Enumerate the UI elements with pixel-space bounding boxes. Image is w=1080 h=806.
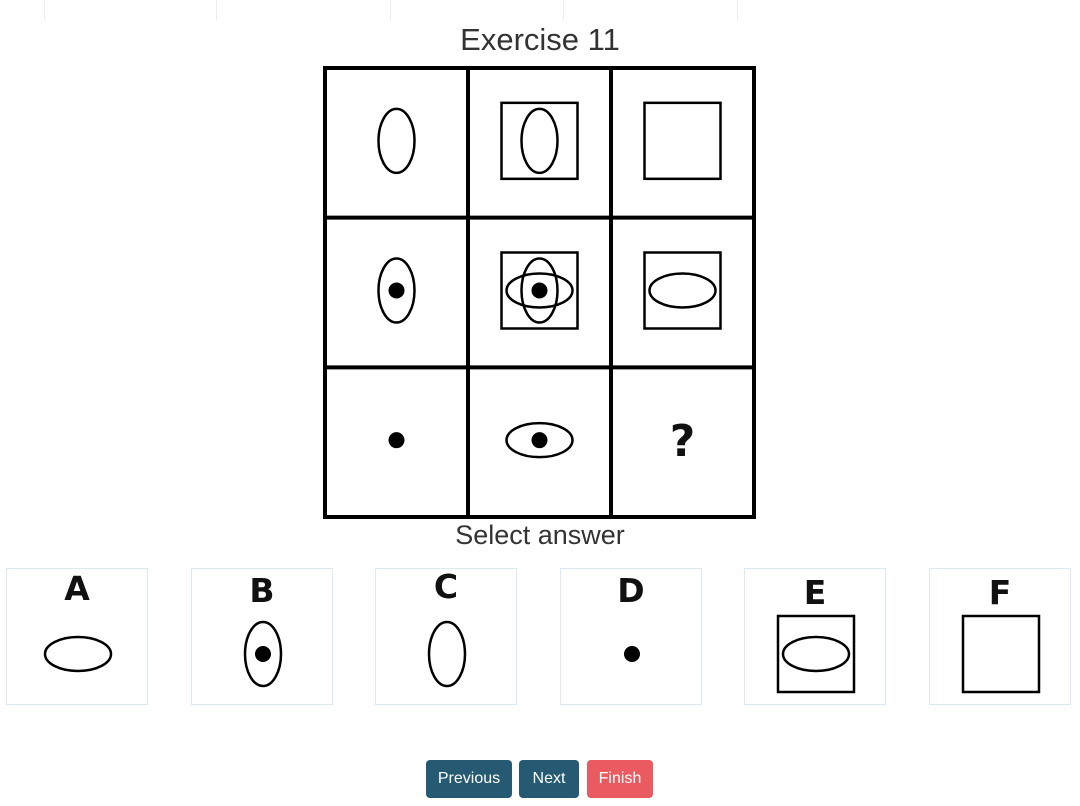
option-a[interactable]: A bbox=[6, 568, 148, 705]
dot-shape bbox=[531, 432, 548, 449]
option-letter: B bbox=[249, 571, 275, 610]
option-d-figure bbox=[624, 646, 640, 662]
option-c[interactable]: C bbox=[375, 567, 517, 705]
option-letter: D bbox=[617, 571, 645, 610]
tall-ellipse-shape bbox=[427, 620, 467, 688]
tab-divider bbox=[390, 0, 391, 20]
option-e[interactable]: E bbox=[744, 568, 886, 705]
option-e-figure bbox=[776, 614, 856, 694]
tall-ellipse-shape bbox=[520, 257, 559, 324]
square-shape bbox=[776, 614, 856, 694]
navigation-buttons: Previous Next Finish bbox=[0, 760, 1080, 798]
square-shape bbox=[500, 101, 579, 181]
dot-shape bbox=[531, 282, 548, 299]
dot-shape bbox=[255, 646, 271, 662]
answer-options: A B C D E F bbox=[6, 567, 1076, 708]
option-b[interactable]: B bbox=[191, 568, 333, 705]
option-letter: E bbox=[803, 573, 827, 612]
tab-divider bbox=[216, 0, 217, 20]
square-shape bbox=[643, 101, 722, 181]
wide-ellipse-shape bbox=[505, 272, 574, 309]
option-letter: A bbox=[64, 569, 90, 608]
square-shape bbox=[643, 251, 722, 330]
option-f-figure bbox=[961, 614, 1041, 694]
puzzle-matrix-canvas: ? bbox=[323, 66, 756, 519]
option-c-figure bbox=[427, 620, 467, 688]
tab-divider bbox=[44, 0, 45, 20]
wide-ellipse-shape bbox=[505, 421, 574, 459]
wide-ellipse-shape bbox=[43, 635, 113, 673]
select-answer-label: Select answer bbox=[455, 520, 625, 550]
dot-shape bbox=[388, 282, 405, 299]
previous-button[interactable]: Previous bbox=[426, 760, 512, 798]
option-letter: F bbox=[988, 573, 1012, 612]
tall-ellipse-shape bbox=[377, 257, 416, 324]
exercise-title: Exercise 11 bbox=[460, 22, 620, 57]
dot-shape bbox=[624, 646, 640, 662]
missing-cell-question-mark: ? bbox=[670, 416, 696, 467]
tall-ellipse-shape bbox=[520, 107, 559, 175]
tab-divider bbox=[737, 0, 738, 20]
wide-ellipse-shape bbox=[781, 635, 851, 673]
dot-shape bbox=[388, 432, 405, 449]
option-b-figure bbox=[243, 620, 283, 688]
next-button[interactable]: Next bbox=[519, 760, 579, 798]
option-d[interactable]: D bbox=[560, 568, 702, 705]
option-f[interactable]: F bbox=[929, 568, 1071, 705]
tall-ellipse-shape bbox=[377, 107, 416, 175]
tall-ellipse-shape bbox=[243, 620, 283, 688]
puzzle-matrix: ? bbox=[323, 66, 756, 519]
option-letter: C bbox=[433, 567, 459, 606]
top-tab-strip bbox=[0, 0, 1080, 20]
square-shape bbox=[500, 251, 579, 330]
tab-divider bbox=[563, 0, 564, 20]
finish-button[interactable]: Finish bbox=[587, 760, 653, 798]
square-shape bbox=[961, 614, 1041, 694]
option-a-figure bbox=[43, 635, 113, 673]
wide-ellipse-shape bbox=[648, 272, 717, 309]
